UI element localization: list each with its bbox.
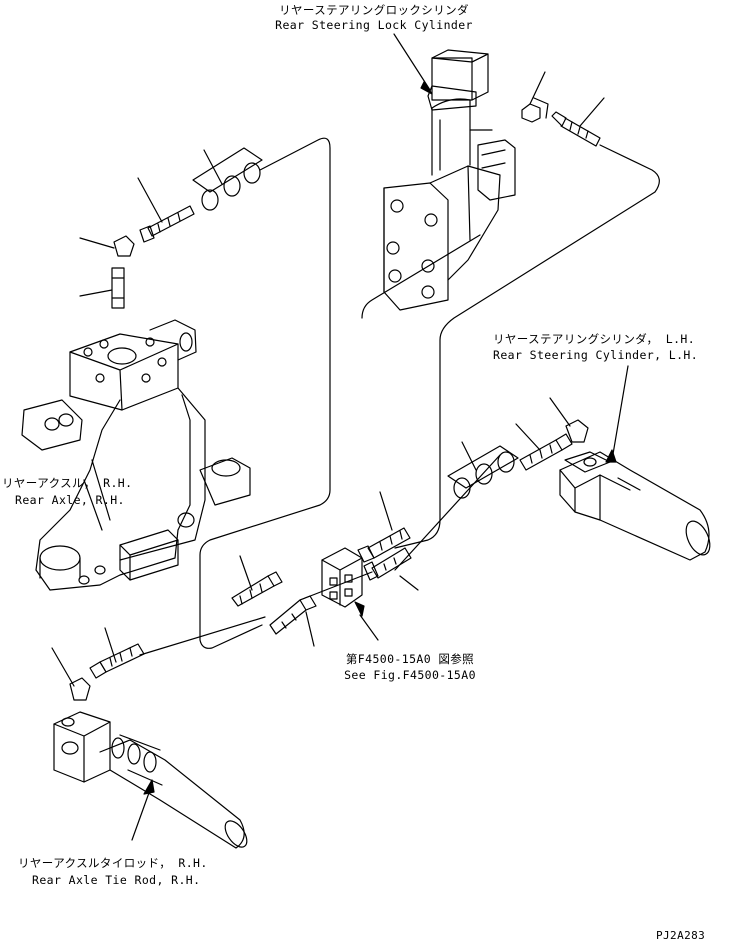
tie-rod-rh — [54, 712, 251, 851]
lock-cylinder-arrow — [394, 34, 430, 90]
tie-rod-label-en: Rear Axle Tie Rod, R.H. — [32, 873, 201, 887]
rear-axle-label-jp: リヤーアクスル， R.H. — [2, 476, 133, 490]
manifold-hoses — [232, 492, 418, 646]
lock-cylinder-label-en: Rear Steering Lock Cylinder — [275, 18, 473, 32]
see-figure-label-jp: 第F4500-15A0 図参照 — [345, 652, 475, 666]
drawing-code: PJ2A283 — [656, 929, 706, 942]
tie-rod-label-jp: リヤーアクスルタイロッド， R.H. — [18, 856, 208, 870]
hose-routes — [140, 138, 659, 655]
rear-axle-label-en: Rear Axle, R.H. — [15, 493, 125, 507]
see-figure-label-en: See Fig.F4500-15A0 — [344, 668, 476, 682]
right-clamp — [448, 398, 588, 498]
lock-cylinder-assembly — [384, 50, 515, 310]
top-left-clamp — [80, 148, 262, 308]
steering-cylinder-lh — [560, 366, 715, 560]
tie-rod-fittings — [52, 628, 144, 700]
top-right-fittings — [522, 72, 604, 146]
lock-cylinder-label-jp: リヤーステアリングロックシリンダ — [279, 3, 469, 17]
steering-cylinder-label-jp: リヤーステアリングシリンダ， L.H. — [493, 332, 696, 346]
center-manifold — [322, 548, 378, 640]
steering-cylinder-label-en: Rear Steering Cylinder, L.H. — [493, 348, 699, 362]
rear-axle-rh — [22, 320, 250, 590]
